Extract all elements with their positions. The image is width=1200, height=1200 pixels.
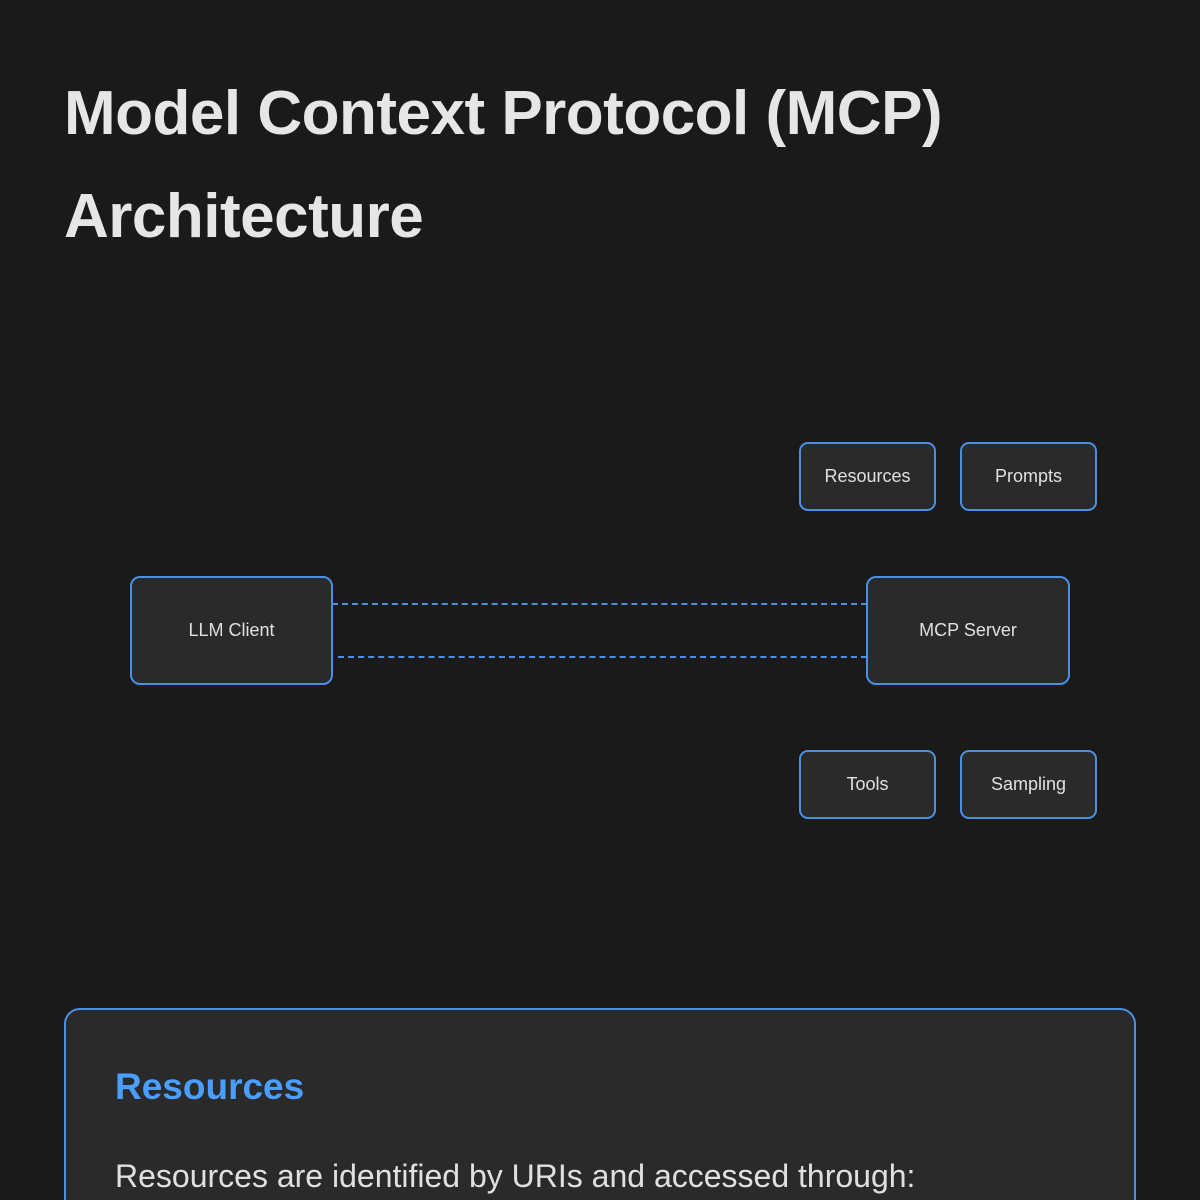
llm-client-node[interactable]: LLM Client [130, 576, 333, 685]
connector-client-to-server [332, 603, 867, 605]
connector-server-to-client [338, 656, 867, 658]
prompts-node[interactable]: Prompts [960, 442, 1097, 511]
card-title: Resources [115, 1066, 305, 1107]
resources-node[interactable]: Resources [799, 442, 936, 511]
prompts-label: Prompts [994, 466, 1063, 486]
mcp-server-node[interactable]: MCP Server [866, 576, 1070, 685]
sampling-node[interactable]: Sampling [960, 750, 1097, 819]
resources-detail-card: Resources Resources are identified by UR… [64, 1008, 1136, 1200]
tools-node[interactable]: Tools [799, 750, 936, 819]
sampling-label: Sampling [990, 774, 1067, 794]
architecture-diagram: LLM Client MCP Server Resources Prompts … [130, 442, 1097, 819]
resources-label: Resources [824, 466, 911, 486]
page-title: Model Context Protocol (MCP) Architectur… [64, 79, 943, 251]
llm-client-label: LLM Client [188, 620, 275, 640]
card-description: Resources are identified by URIs and acc… [115, 1158, 916, 1194]
tools-label: Tools [846, 774, 889, 794]
mcp-server-label: MCP Server [919, 620, 1017, 640]
